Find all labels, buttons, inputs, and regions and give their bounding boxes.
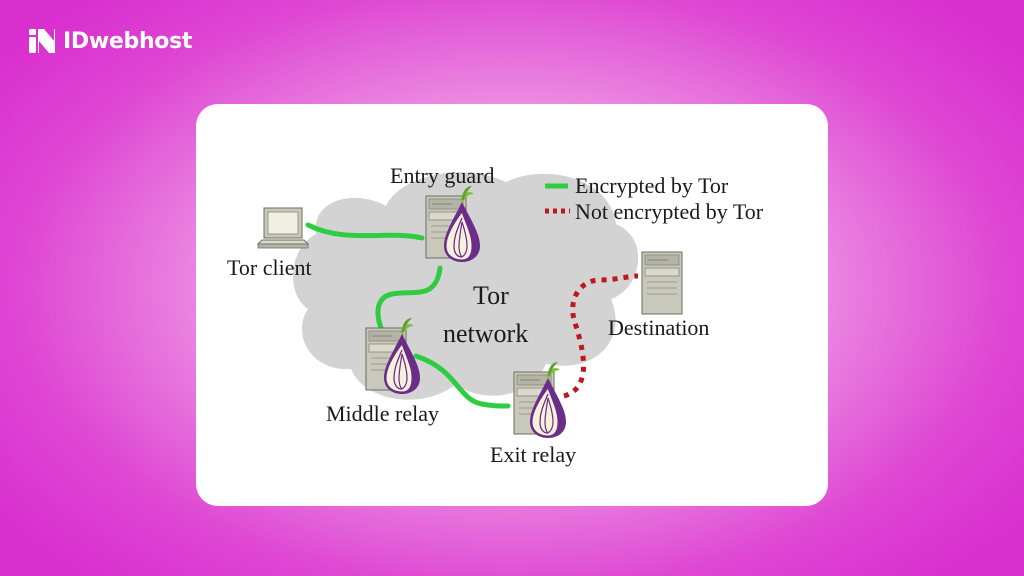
tor-network-diagram: Tor client Entry guard Middle relay Exit… bbox=[227, 163, 764, 467]
entry-guard-label: Entry guard bbox=[390, 163, 494, 188]
link-middle-exit bbox=[413, 353, 511, 409]
legend-encrypted-label: Encrypted by Tor bbox=[575, 173, 729, 198]
link-exit-destination bbox=[563, 273, 639, 399]
brand-name: IDwebhost bbox=[63, 28, 193, 54]
network-label-line2: network bbox=[443, 319, 528, 348]
tor-client-computer-icon bbox=[256, 207, 310, 249]
legend-not-encrypted-label: Not encrypted by Tor bbox=[575, 199, 764, 224]
destination-label: Destination bbox=[608, 315, 709, 340]
network-label-line1: Tor bbox=[473, 281, 509, 310]
legend: Encrypted by Tor Not encrypted by Tor bbox=[545, 173, 764, 224]
exit-relay-label: Exit relay bbox=[490, 442, 576, 467]
brand-logo: IDwebhost bbox=[28, 27, 192, 55]
idwebhost-logo-icon bbox=[29, 29, 55, 53]
link-client-entry bbox=[305, 222, 425, 241]
middle-relay-label: Middle relay bbox=[326, 401, 439, 426]
link-entry-middle bbox=[375, 265, 443, 333]
destination-server-icon bbox=[641, 251, 683, 315]
tor-client-label: Tor client bbox=[227, 255, 312, 280]
diagram-card: Tor client Entry guard Middle relay Exit… bbox=[196, 104, 828, 506]
